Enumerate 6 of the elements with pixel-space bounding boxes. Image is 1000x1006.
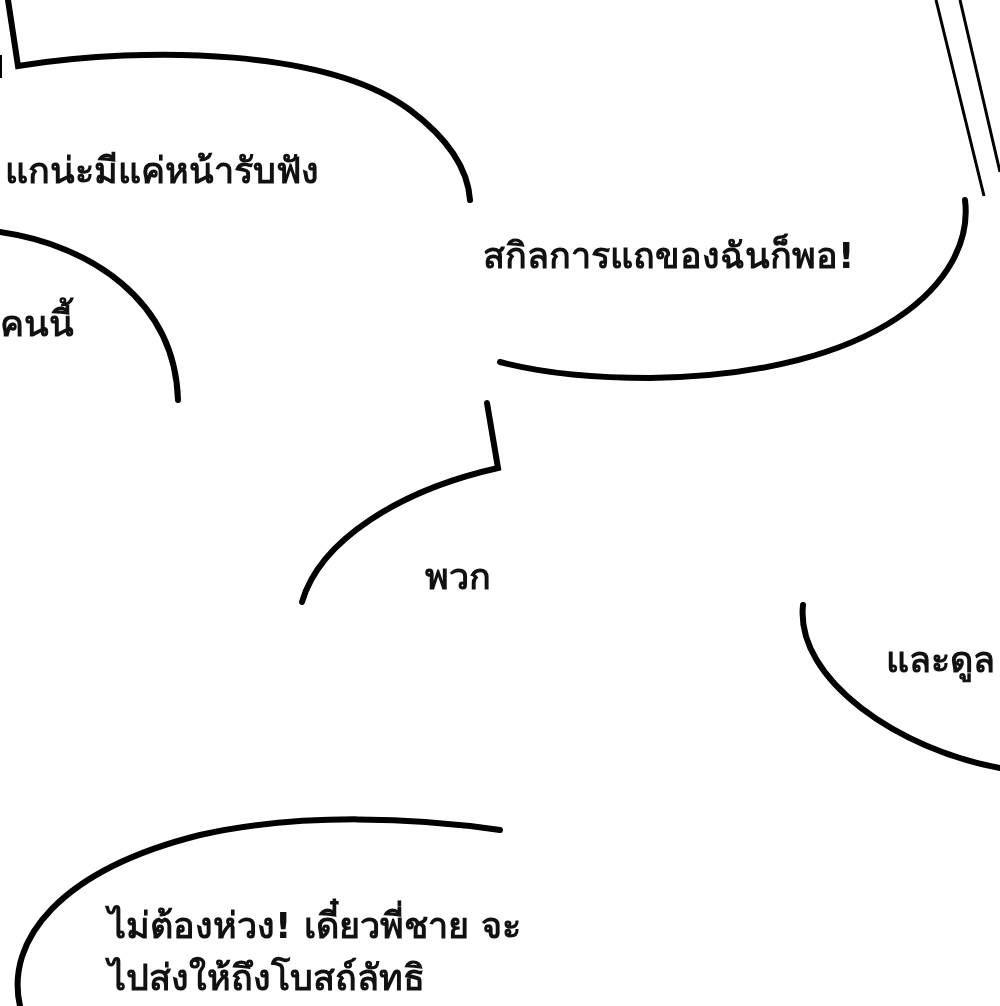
dialogue-text: แกน่ะมีแค่หน้ารับฟัง bbox=[5, 149, 319, 193]
dialogue-text: สกิลการแถของฉันก็พอ! bbox=[483, 232, 855, 278]
dialogue-text: พวก bbox=[425, 555, 491, 599]
dialogue-text: และดูล bbox=[886, 634, 995, 687]
speech-bubble bbox=[798, 602, 1000, 772]
dialogue-text: คนนี้ bbox=[0, 298, 74, 351]
